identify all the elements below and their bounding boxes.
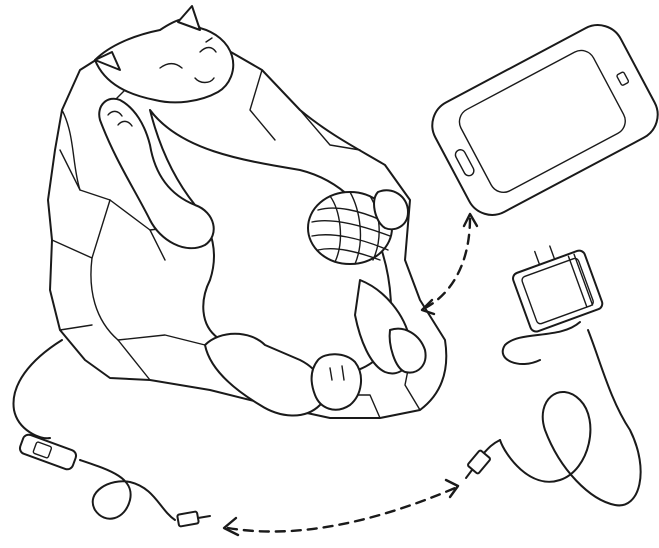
inline-switch [18, 433, 78, 471]
cat-lamp [94, 5, 427, 417]
power-cord [12, 339, 176, 521]
cat-ear-icon [177, 5, 201, 31]
smartphone-icon [431, 24, 659, 216]
cord-plug [176, 510, 211, 528]
dc-plug [465, 439, 501, 479]
inline-switch-icon [18, 433, 78, 471]
connection-cat-phone [420, 212, 479, 316]
smartphone [431, 24, 659, 216]
power-adapter [499, 245, 642, 507]
yarn-ball [307, 189, 409, 265]
connection-plug-adapter [222, 478, 460, 537]
